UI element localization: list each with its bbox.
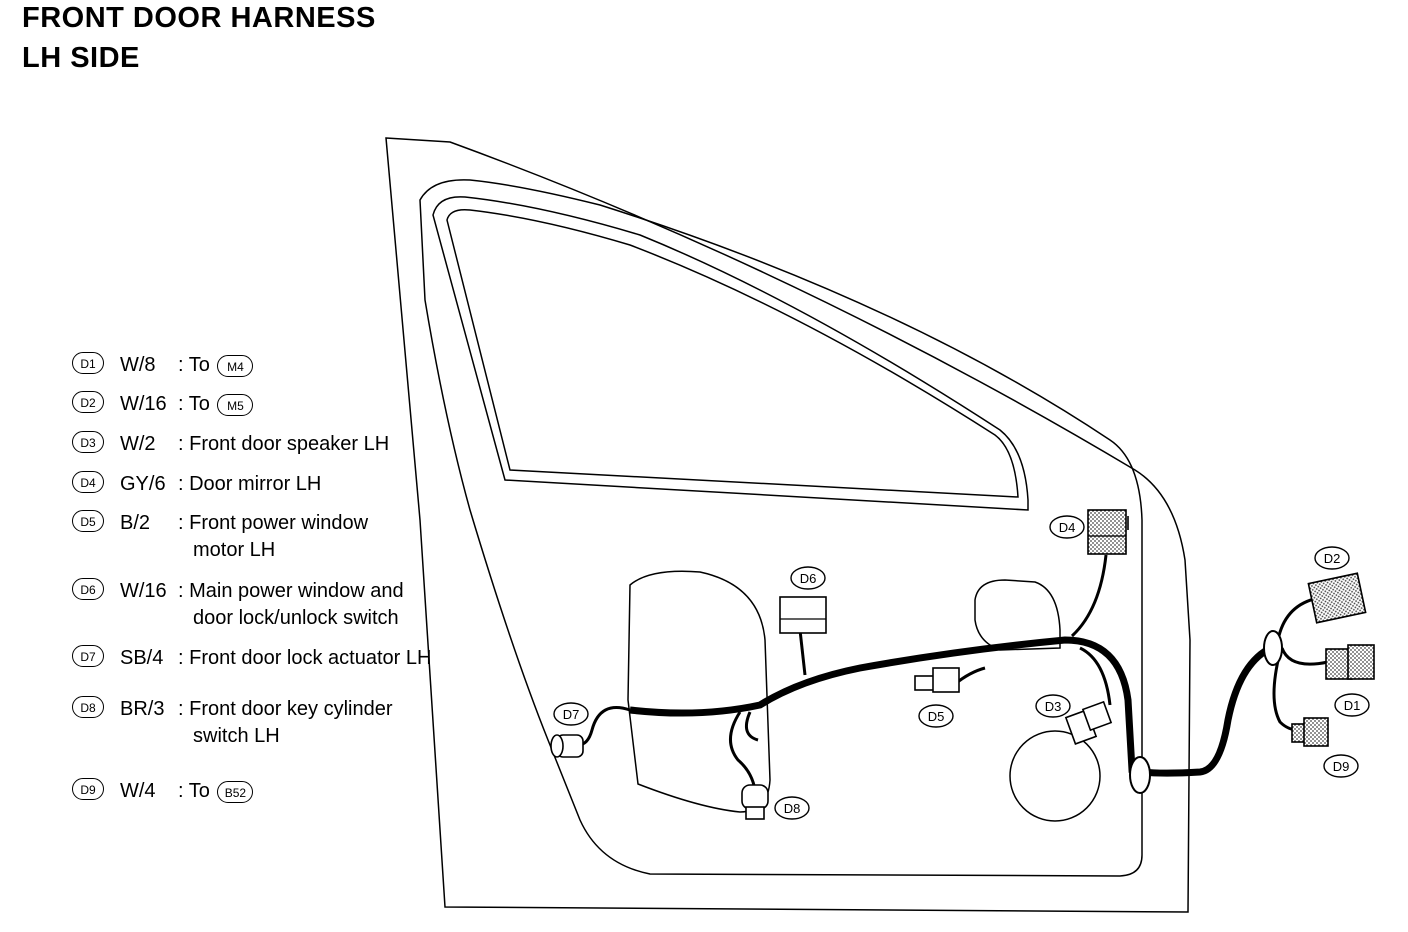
wire-code: W/2 (120, 433, 156, 455)
callout-d6: D6 (790, 566, 826, 590)
connector-description: : Door mirror LH (178, 473, 322, 495)
harness-branch-d1 (1280, 647, 1329, 666)
callout-label-d2: D2 (1324, 551, 1341, 566)
callout-label-d3: D3 (1045, 699, 1062, 714)
connector-description-cont: motor LH (193, 539, 276, 561)
connector-description: : Front door lock actuator LH (178, 647, 432, 669)
connector-badge-d1: D1 (72, 352, 104, 374)
wire-code: W/16 (120, 580, 167, 602)
connector-description: : To M4 (178, 352, 254, 379)
harness-branch-d3 (1079, 646, 1112, 706)
connector-badge-d7: D7 (72, 645, 104, 667)
grommet-body (1263, 630, 1283, 666)
diagram-title: FRONT DOOR HARNESS (22, 2, 376, 34)
callout-label-d9: D9 (1333, 759, 1350, 774)
connector-badge-d2: D2 (72, 391, 104, 413)
connector-d8 (741, 784, 769, 820)
connector-d5 (914, 667, 960, 693)
wire-code: GY/6 (120, 473, 166, 495)
wire-code: W/8 (120, 354, 156, 376)
connector-d9 (1291, 717, 1329, 747)
connector-description: : To B52 (178, 778, 254, 805)
speaker-circle (1009, 730, 1101, 822)
window-frame (432, 196, 1029, 511)
door-outer-outline (385, 137, 1191, 913)
callout-label-d7: D7 (563, 707, 580, 722)
connector-badge-m5: M5 (217, 393, 254, 416)
connector-d7 (550, 734, 584, 758)
callout-d2: D2 (1314, 546, 1350, 570)
connector-d3 (1064, 700, 1113, 745)
harness-branch-d6 (798, 629, 807, 676)
connector-badge-d4: D4 (72, 471, 104, 493)
connector-badge-d9: D9 (72, 778, 104, 800)
connector-description: : Front door key cylinder (178, 698, 393, 720)
connector-description-cont: switch LH (193, 725, 280, 747)
connector-badge-d8: D8 (72, 696, 104, 718)
window-glass (446, 208, 1019, 498)
callout-label-d8: D8 (784, 801, 801, 816)
callout-label-d6: D6 (800, 571, 817, 586)
connector-badge-m4: M4 (217, 354, 254, 377)
main-harness (629, 636, 1277, 777)
harness-branch-d8b (744, 711, 759, 742)
connector-description: : Front door speaker LH (178, 433, 390, 455)
wire-code: SB/4 (120, 647, 164, 669)
connector-description: : To M5 (178, 391, 254, 418)
connector-description: : Front power window (178, 512, 369, 534)
diagram-subtitle: LH SIDE (22, 42, 140, 74)
connector-d1 (1325, 644, 1375, 680)
callout-d8: D8 (774, 796, 810, 820)
wire-code: B/2 (120, 512, 151, 534)
callout-d3: D3 (1035, 694, 1071, 718)
wire-code: W/4 (120, 780, 156, 802)
harness-branch-d4 (1070, 554, 1108, 638)
connector-badge-b52: B52 (217, 780, 254, 803)
wire-code: BR/3 (120, 698, 165, 720)
callout-d9: D9 (1323, 754, 1359, 778)
callout-label-d4: D4 (1059, 520, 1076, 535)
connector-d6 (779, 596, 827, 634)
service-hole-left (627, 570, 771, 813)
callout-d5: D5 (918, 704, 954, 728)
callout-label-d5: D5 (928, 709, 945, 724)
connector-d4 (1087, 509, 1129, 555)
grommet-door (1129, 756, 1151, 794)
service-hole-right (974, 579, 1061, 651)
wire-code: W/16 (120, 393, 167, 415)
callout-d1: D1 (1334, 693, 1370, 717)
callout-label-d1: D1 (1344, 698, 1361, 713)
harness-branch-d8 (729, 711, 757, 791)
door-inner-outline (419, 179, 1143, 877)
connector-description-cont: door lock/unlock switch (193, 607, 399, 629)
connector-description: : Main power window and (178, 580, 404, 602)
connector-badge-d3: D3 (72, 431, 104, 453)
callout-d4: D4 (1049, 515, 1085, 539)
connector-badge-d6: D6 (72, 578, 104, 600)
callout-d7: D7 (553, 702, 589, 726)
connector-d2 (1307, 572, 1367, 624)
connector-badge-d5: D5 (72, 510, 104, 532)
